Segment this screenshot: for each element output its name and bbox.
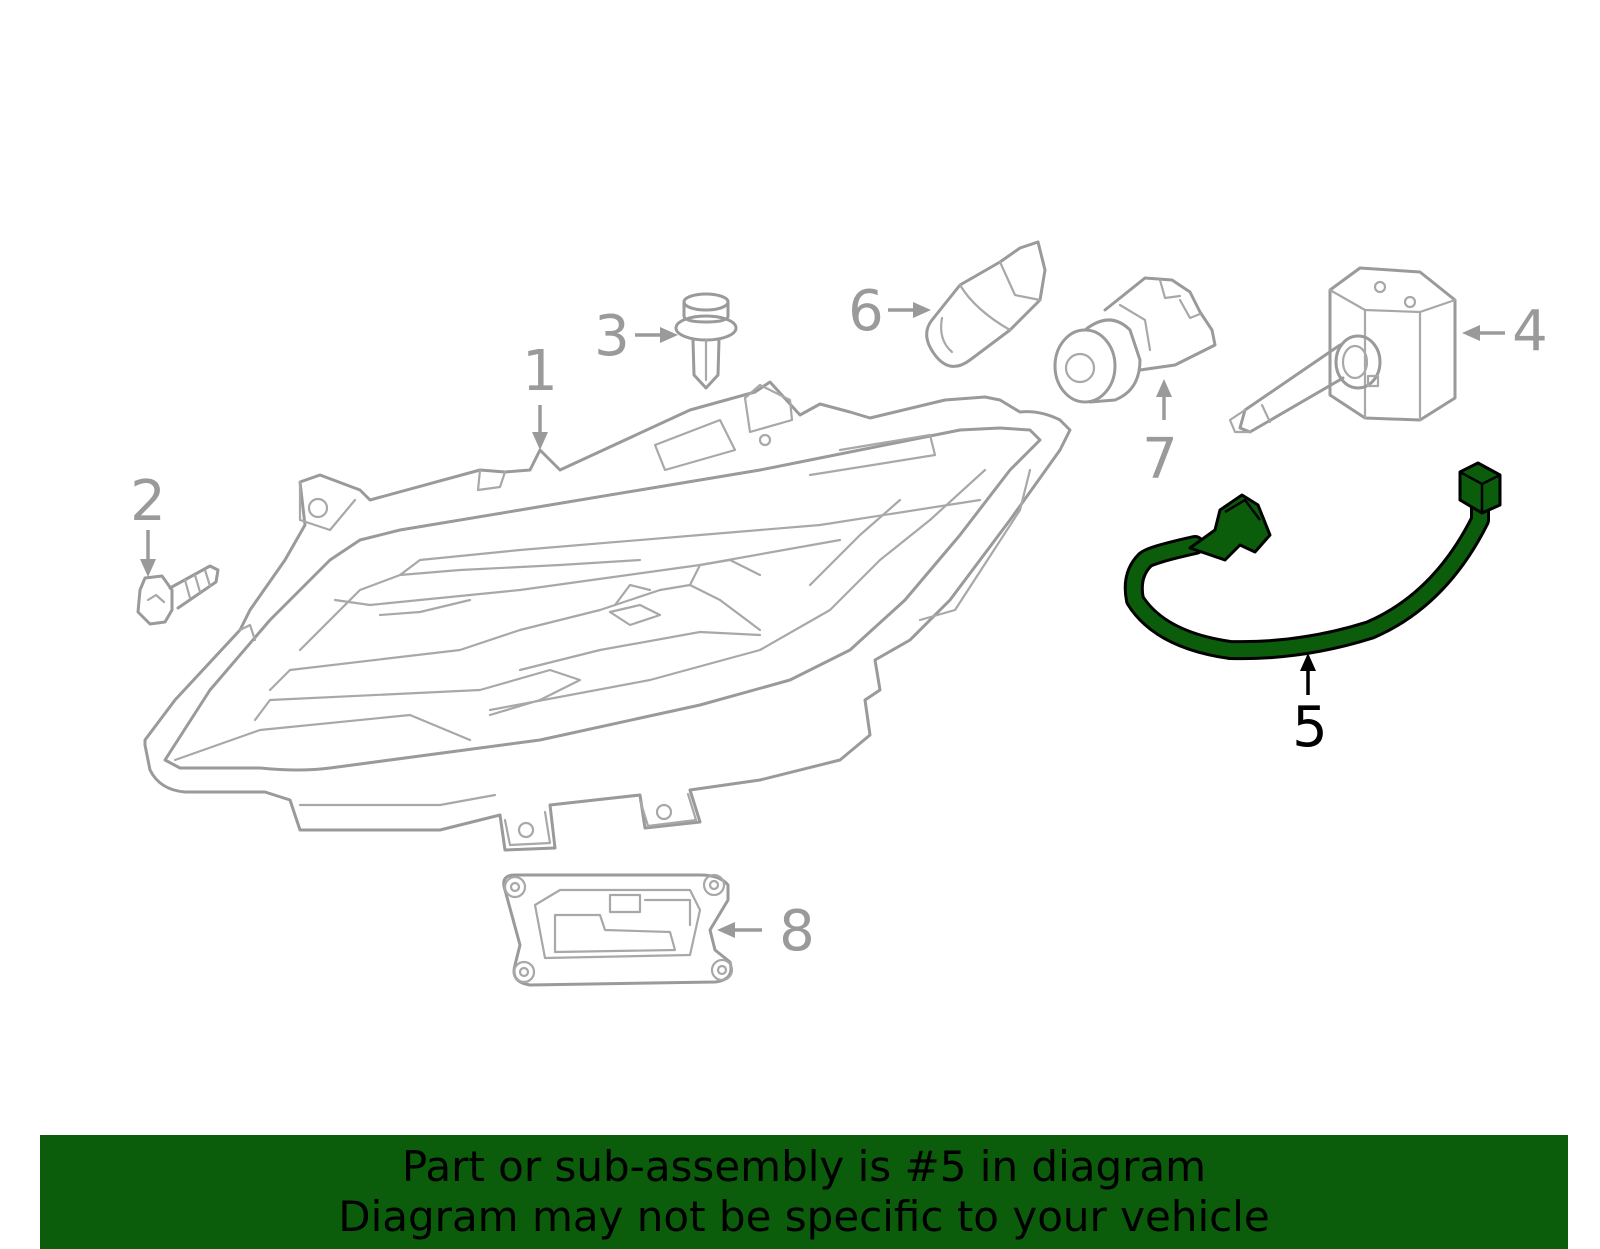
callout-1: 1 — [522, 339, 558, 450]
headlamp-assembly[interactable] — [143, 380, 1072, 852]
banner-line-disclaimer: Diagram may not be specific to your vehi… — [338, 1192, 1270, 1241]
xenon-bulb[interactable] — [1228, 266, 1457, 434]
callout-label-3: 3 — [594, 304, 630, 369]
callout-4: 4 — [1462, 299, 1548, 364]
callout-label-1: 1 — [522, 339, 558, 404]
callout-label-2: 2 — [130, 469, 166, 534]
callout-label-5: 5 — [1292, 695, 1328, 760]
info-banner: Part or sub-assembly is #5 in diagram Di… — [40, 1135, 1568, 1249]
screw[interactable] — [136, 564, 220, 626]
callout-6: 6 — [848, 279, 931, 344]
callout-3: 3 — [594, 304, 678, 369]
callout-label-7: 7 — [1142, 427, 1178, 492]
harness-right-connector — [1458, 461, 1502, 515]
push-pin-retainer[interactable] — [674, 292, 738, 390]
callout-7: 7 — [1142, 379, 1178, 492]
harness-left-connector — [1188, 493, 1272, 562]
callout-5: 5 — [1292, 653, 1328, 760]
control-module[interactable] — [502, 873, 734, 987]
wiring-harness-highlighted[interactable] — [1123, 461, 1502, 661]
bulb-socket[interactable] — [1053, 276, 1217, 404]
callout-8: 8 — [717, 899, 815, 964]
wedge-bulb[interactable] — [925, 240, 1047, 368]
callout-label-8: 8 — [779, 899, 815, 964]
banner-line-part-number: Part or sub-assembly is #5 in diagram — [401, 1142, 1207, 1191]
callout-label-6: 6 — [848, 279, 884, 344]
harness-cable — [1126, 498, 1487, 658]
callout-label-4: 4 — [1512, 299, 1548, 364]
callout-2: 2 — [130, 469, 166, 577]
